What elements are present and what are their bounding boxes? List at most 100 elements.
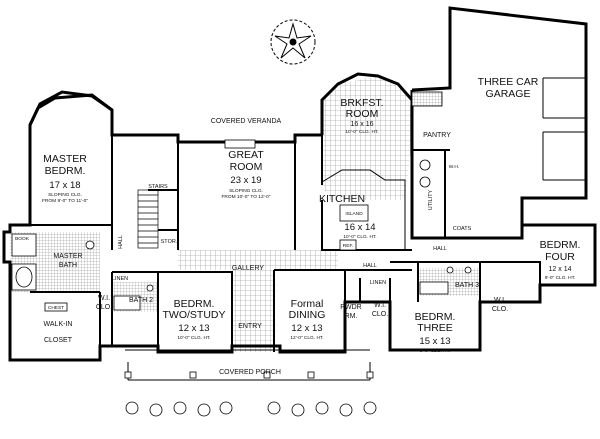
hall-left-label: HALL bbox=[118, 235, 124, 249]
coats-label: COATS bbox=[453, 226, 472, 232]
shrub-icon bbox=[173, 401, 187, 415]
great-room-label-2: ROOM bbox=[230, 161, 263, 173]
walk-in-label-1: WALK-IN bbox=[44, 321, 73, 328]
bath2-sink bbox=[146, 284, 154, 292]
kitchen-counter bbox=[321, 169, 406, 250]
bath3-sink-b bbox=[464, 266, 472, 274]
garage-label-2: GARAGE bbox=[486, 88, 531, 100]
bedrm-two-label-2: TWO/STUDY bbox=[163, 309, 226, 321]
planter bbox=[411, 91, 443, 107]
fireplace bbox=[224, 139, 256, 149]
bedrm-two-label-1: BEDRM. bbox=[174, 298, 215, 310]
brkfst-tile-floor bbox=[322, 76, 412, 200]
landscaping bbox=[125, 19, 443, 417]
bath2-tub bbox=[113, 295, 141, 311]
bedrm-two-note: 10'-0" CLG. HT. bbox=[177, 335, 210, 341]
great-room-note-2: FROM 10'-0" TO 12'-0" bbox=[221, 194, 270, 200]
refrigerator bbox=[339, 239, 357, 251]
bedrm-three-note: 9'-0" CLG. HT. bbox=[420, 348, 451, 354]
brkfst-note: 10'-0" CLG. HT. bbox=[345, 129, 378, 135]
hall-right-label: HALL bbox=[433, 246, 447, 252]
room-labels: THREE CAR GARAGE BRKFST. ROOM 16 x 16 10… bbox=[15, 76, 580, 376]
wi-clo-mid-label-2: CLO. bbox=[372, 311, 388, 318]
garage-walls bbox=[410, 6, 588, 240]
garage-label-1: THREE CAR bbox=[478, 76, 539, 88]
master-shower bbox=[11, 233, 37, 257]
wi-clo-right-label-2: CLO. bbox=[492, 306, 508, 313]
master-tub-basin bbox=[15, 266, 33, 288]
washer bbox=[419, 159, 431, 171]
master-bedrm-note-1: SLOPING CLG. bbox=[48, 192, 82, 198]
brkfst-bay-walls bbox=[320, 72, 414, 135]
entry-tile-floor bbox=[232, 270, 274, 352]
master-bath-label-1: MASTER bbox=[53, 253, 82, 260]
brkfst-size: 16 x 16 bbox=[351, 121, 374, 128]
pantry-label: PANTRY bbox=[423, 132, 451, 139]
bedrm-two-size: 12 x 13 bbox=[178, 323, 209, 334]
bedrm-three-size: 15 x 13 bbox=[419, 336, 450, 347]
bath3-label: BATH 3 bbox=[455, 282, 479, 289]
book-label: BOOK bbox=[15, 236, 30, 242]
linen-right-label: LINEN bbox=[370, 280, 386, 286]
porch-structure bbox=[124, 349, 374, 381]
great-room-note-1: SLOPING CLG. bbox=[229, 188, 263, 194]
entry-label: ENTRY bbox=[238, 323, 262, 330]
shrub-icon bbox=[125, 401, 139, 415]
walk-in-chest bbox=[44, 302, 68, 312]
great-room-label-1: GREAT bbox=[228, 149, 264, 161]
bedrm-four-label-1: BEDRM. bbox=[540, 239, 581, 251]
porch-label: COVERED PORCH bbox=[219, 369, 281, 376]
interior-walls bbox=[30, 135, 541, 360]
bedrm-four-size: 12 x 14 bbox=[549, 266, 572, 273]
kitchen-label: KITCHEN bbox=[319, 193, 365, 205]
kitchen-ref-label: REF. bbox=[343, 243, 353, 249]
master-sink bbox=[85, 240, 95, 250]
kitchen-island-label: ISLAND bbox=[345, 211, 363, 217]
hall-center-label: HALL bbox=[363, 263, 377, 269]
master-bedrm-label-2: BEDRM. bbox=[45, 165, 86, 177]
bath3-tub bbox=[419, 281, 449, 295]
linen-left-label: LINEN bbox=[112, 276, 128, 282]
bath2-label: BATH 2 bbox=[129, 297, 153, 304]
pwdr-label-1: PWDR bbox=[340, 304, 361, 311]
kitchen-island bbox=[339, 204, 369, 222]
formal-dining-note: 12'-0" CLG. HT. bbox=[290, 335, 323, 341]
stairs-symbol bbox=[137, 189, 159, 249]
walk-in-label-2: CLOSET bbox=[44, 337, 73, 344]
walk-in-chest-label: CHEST bbox=[48, 305, 64, 311]
shrub-icon bbox=[267, 401, 281, 415]
master-bath-label-2: BATH bbox=[59, 262, 77, 269]
gallery-tile-floor bbox=[178, 250, 338, 270]
bedrm-four-label-2: FOUR bbox=[545, 251, 575, 263]
formal-dining-label-1: Formal bbox=[291, 298, 324, 310]
shrub-icon bbox=[219, 401, 233, 415]
bedrm-four-note: 9'-0" CLG. HT. bbox=[545, 275, 576, 281]
master-bedrm-label-1: MASTER bbox=[43, 153, 87, 165]
brkfst-label-2: ROOM bbox=[346, 108, 379, 120]
great-room-size: 23 x 19 bbox=[230, 175, 261, 186]
tree-icon bbox=[270, 19, 316, 65]
wi-clo-right-label-1: W.I. bbox=[494, 297, 506, 304]
wi-clo-left-label-1: W.I. bbox=[98, 295, 110, 302]
bedrm-three-label-1: BEDRM. bbox=[415, 311, 456, 323]
shrub-icon bbox=[315, 401, 329, 415]
formal-dining-label-2: DINING bbox=[289, 309, 326, 321]
stor-label: STOR. bbox=[161, 239, 178, 245]
shrub-icon bbox=[197, 403, 211, 417]
shrub-icon bbox=[291, 403, 305, 417]
bath3-sink-a bbox=[446, 266, 454, 274]
wi-clo-left-label-2: CLO. bbox=[96, 304, 112, 311]
stairs-label: STAIRS bbox=[148, 184, 168, 190]
pwdr-label-2: RM. bbox=[345, 313, 358, 320]
brkfst-label-1: BRKFST. bbox=[340, 97, 383, 109]
dryer bbox=[419, 176, 431, 188]
bedrm-three-label-2: THREE bbox=[417, 322, 453, 334]
shrub-row bbox=[125, 401, 377, 417]
veranda-label: COVERED VERANDA bbox=[211, 118, 282, 125]
formal-dining-size: 12 x 13 bbox=[291, 323, 322, 334]
gallery-label: GALLERY bbox=[232, 265, 264, 272]
wh-label: W.H. bbox=[449, 164, 459, 170]
master-bay-walls bbox=[28, 90, 113, 126]
kitchen-note: 10'-0" CLG. HT. bbox=[343, 234, 376, 240]
